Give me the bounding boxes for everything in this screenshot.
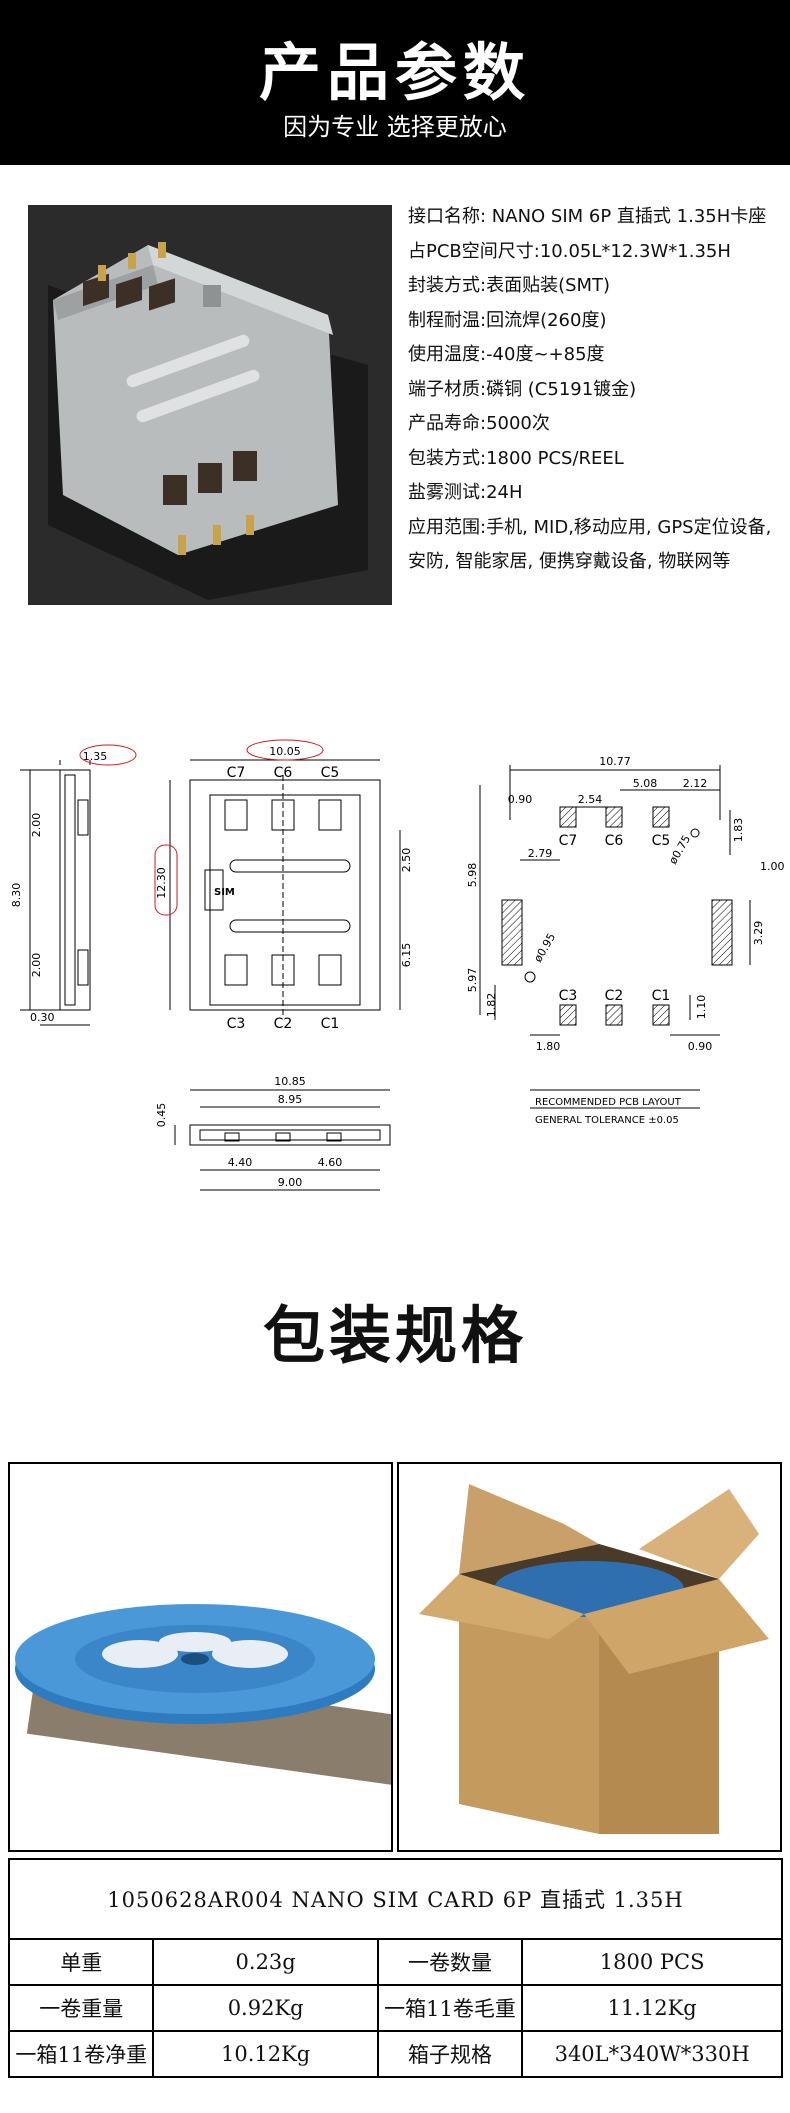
pcb-note-2: GENERAL TOLERANCE ±0.05 <box>535 1115 679 1126</box>
dim-front-r2: 6.15 <box>400 943 413 968</box>
table-row: 单重 0.23g 一卷数量 1800 PCS <box>7 1938 783 1986</box>
dim-pcb-g: 5.97 <box>466 968 479 993</box>
product-photo <box>28 205 392 605</box>
front-sim-label: SIM <box>214 887 235 898</box>
front-view <box>154 739 401 1015</box>
dim-pcb-e: 2.79 <box>528 847 553 860</box>
bottom-view <box>174 1089 391 1191</box>
packing-spec-table: 1050628AR004 NANO SIM CARD 6P 直插式 1.35H … <box>7 1858 783 2078</box>
spec-mounting: 封装方式:表面贴装(SMT) <box>408 275 611 296</box>
dim-pcb-p: 1.10 <box>695 995 708 1020</box>
box-photo <box>397 1462 782 1852</box>
header-banner: 产品参数 因为专业 选择更放心 <box>0 0 790 165</box>
svg-text:C7: C7 <box>227 765 246 781</box>
dim-side-d2: 8.30 <box>10 883 23 908</box>
dim-pcb-i: ø0.75 <box>666 833 693 867</box>
dim-pcb-c: 0.90 <box>508 793 533 806</box>
spec-footprint: 占PCB空间尺寸:10.05L*12.3W*1.35H <box>408 240 731 262</box>
dim-side-d1: 2.00 <box>30 813 43 838</box>
dim-pcb-o: 0.90 <box>688 1040 713 1053</box>
spec-interface: 接口名称: NANO SIM 6P 直插式 1.35H卡座 <box>408 206 767 227</box>
dim-side-top: 1.35 <box>83 750 108 763</box>
spec-salt-spray: 盐雾测试:24H <box>408 482 523 503</box>
spec-terminal-material: 端子材质:磷铜 (C5191镀金) <box>408 378 637 400</box>
dim-bottom-b: 4.60 <box>318 1156 343 1169</box>
svg-text:C3: C3 <box>227 1016 246 1032</box>
table-caption: 1050628AR004 NANO SIM CARD 6P 直插式 1.35H <box>8 1858 783 1940</box>
packaging-title: 包装规格 <box>262 1299 527 1372</box>
spec-packing: 包装方式:1800 PCS/REEL <box>408 447 624 469</box>
pcb-note-1: RECOMMENDED PCB LAYOUT <box>535 1097 682 1108</box>
svg-text:C2: C2 <box>274 1016 293 1032</box>
pcb-layout <box>479 765 751 1109</box>
dim-pcb-h: 1.83 <box>732 818 745 843</box>
dim-bottom-w1: 10.85 <box>274 1075 306 1088</box>
banner-title: 产品参数 <box>258 36 531 109</box>
svg-text:C7: C7 <box>559 833 578 849</box>
spec-list: 接口名称: NANO SIM 6P 直插式 1.35H卡座 占PCB空间尺寸:1… <box>408 200 788 580</box>
dim-pcb-d: 2.54 <box>578 793 603 806</box>
svg-text:C6: C6 <box>605 833 624 849</box>
reel-photo <box>8 1462 393 1852</box>
svg-text:C5: C5 <box>321 765 340 781</box>
dim-side-bottom: 0.30 <box>30 1011 55 1024</box>
table-row: 一箱11卷净重 10.12Kg 箱子规格 340L*340W*330H <box>7 2030 783 2078</box>
dim-pcb-m: 1.82 <box>485 993 498 1018</box>
dim-pcb-l: ø0.95 <box>531 931 558 965</box>
dim-bottom-h: 0.45 <box>155 1103 168 1128</box>
dim-pcb-a: 5.08 <box>633 777 658 790</box>
spec-operating-temp: 使用温度:-40度~+85度 <box>408 344 605 365</box>
banner-subtitle: 因为专业 选择更放心 <box>283 113 507 141</box>
dim-side-d3: 2.00 <box>30 953 43 978</box>
dim-bottom-w3: 9.00 <box>278 1176 303 1189</box>
dim-front-r1: 2.50 <box>400 848 413 873</box>
dim-pcb-w: 10.77 <box>599 755 631 768</box>
svg-text:C1: C1 <box>652 988 671 1004</box>
side-view <box>20 744 137 1026</box>
dim-pcb-f: 5.98 <box>466 863 479 888</box>
svg-text:C5: C5 <box>652 833 671 849</box>
table-row: 一卷重量 0.92Kg 一箱11卷毛重 11.12Kg <box>7 1984 783 2032</box>
spec-lifetime: 产品寿命:5000次 <box>408 413 550 434</box>
spec-application: 应用范围:手机, MID,移动应用, GPS定位设备, 安防, 智能家居, 便携… <box>408 516 772 573</box>
spec-temperature-process: 制程耐温:回流焊(260度) <box>408 309 607 331</box>
dim-pcb-n: 1.80 <box>536 1040 561 1053</box>
dim-bottom-w2: 8.95 <box>278 1093 303 1106</box>
svg-text:C1: C1 <box>321 1016 340 1032</box>
dim-front-width: 10.05 <box>269 745 301 758</box>
dim-pcb-j: 1.00 <box>760 860 785 873</box>
svg-text:C6: C6 <box>274 765 293 781</box>
dim-front-height: 12.30 <box>155 867 168 899</box>
svg-text:C2: C2 <box>605 988 624 1004</box>
dim-bottom-a: 4.40 <box>228 1156 253 1169</box>
dim-pcb-k: 3.29 <box>752 921 765 946</box>
svg-text:C3: C3 <box>559 988 578 1004</box>
dim-pcb-b: 2.12 <box>683 777 708 790</box>
technical-drawing: 1.35 2.00 8.30 2.00 0.30 10.05 12.30 2.5… <box>0 715 790 1215</box>
